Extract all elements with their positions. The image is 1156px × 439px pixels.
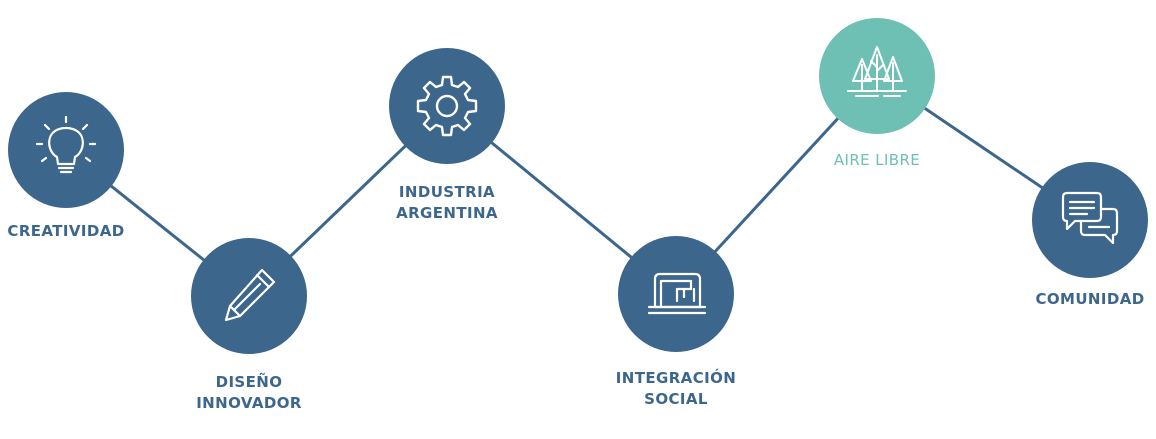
label-line: INNOVADOR xyxy=(196,394,302,412)
chat-bubbles-icon xyxy=(1061,191,1119,245)
aire-libre-node xyxy=(819,18,935,134)
sewing-machine-icon xyxy=(647,272,707,315)
label-line: INTEGRACIÓN xyxy=(615,369,737,387)
diseno-innovador-label: DISEÑO INNOVADOR xyxy=(196,372,302,414)
trees-icon xyxy=(847,46,907,97)
integracion-social-node xyxy=(618,236,734,352)
creatividad-label: CREATIVIDAD xyxy=(7,221,124,242)
integracion-social-label: INTEGRACIÓN SOCIAL xyxy=(616,368,736,410)
label-line: INDUSTRIA xyxy=(398,183,496,201)
lightbulb-icon xyxy=(35,115,97,174)
aire-libre-label: AIRE LIBRE xyxy=(834,150,920,171)
label-line: COMUNIDAD xyxy=(1035,290,1145,308)
diseno-innovador-node xyxy=(191,238,307,354)
label-line: DISEÑO xyxy=(215,373,283,391)
label-line: CREATIVIDAD xyxy=(7,222,125,240)
comunidad-label: COMUNIDAD xyxy=(1035,289,1144,310)
industria-argentina-node xyxy=(389,48,505,164)
comunidad-node xyxy=(1032,162,1148,278)
gear-icon xyxy=(416,75,478,137)
label-line: SOCIAL xyxy=(644,390,708,408)
industria-argentina-label: INDUSTRIA ARGENTINA xyxy=(396,182,498,224)
label-line: ARGENTINA xyxy=(396,204,498,222)
label-line: AIRE LIBRE xyxy=(833,151,921,169)
creatividad-node xyxy=(8,92,124,208)
pencil-icon xyxy=(224,268,276,322)
